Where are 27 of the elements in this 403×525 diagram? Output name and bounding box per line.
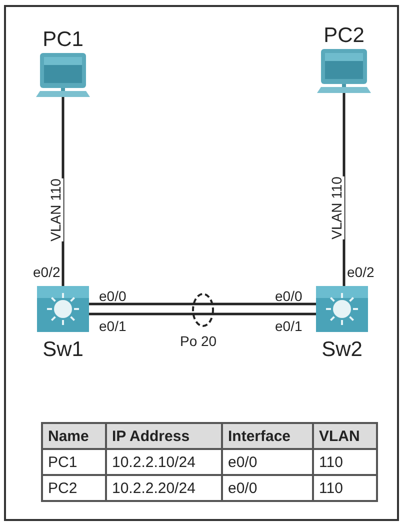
port-label: e0/2 bbox=[33, 264, 60, 280]
port-label: e0/0 bbox=[99, 288, 126, 304]
device-label: Sw1 bbox=[42, 338, 84, 362]
table-cell: 10.2.2.20/24 bbox=[106, 475, 222, 501]
table-cell: 10.2.2.10/24 bbox=[106, 449, 222, 475]
cable-line bbox=[89, 312, 316, 316]
cable-line bbox=[342, 93, 346, 286]
cable-line bbox=[62, 97, 64, 286]
port-channel-label: Po 20 bbox=[180, 333, 217, 349]
table-cell: 110 bbox=[313, 475, 377, 501]
header-cell: VLAN bbox=[313, 423, 377, 449]
device-label: PC2 bbox=[324, 24, 364, 48]
table-cell: e0/0 bbox=[222, 449, 313, 475]
header-cell: IP Address bbox=[106, 423, 222, 449]
port-label: e0/0 bbox=[275, 288, 302, 304]
port-label: e0/2 bbox=[347, 264, 374, 280]
table-cell: 110 bbox=[313, 449, 377, 475]
table-cell: e0/0 bbox=[222, 475, 313, 501]
header-cell: Name bbox=[42, 423, 106, 449]
cable-line bbox=[89, 302, 316, 306]
port-label: e0/1 bbox=[275, 318, 302, 334]
port-label: e0/1 bbox=[99, 318, 126, 334]
table-cell: PC1 bbox=[42, 449, 106, 475]
header-cell: Interface bbox=[222, 423, 313, 449]
device-label: PC1 bbox=[42, 28, 84, 52]
device-label: Sw2 bbox=[322, 338, 362, 362]
table-cell: PC2 bbox=[42, 475, 106, 501]
